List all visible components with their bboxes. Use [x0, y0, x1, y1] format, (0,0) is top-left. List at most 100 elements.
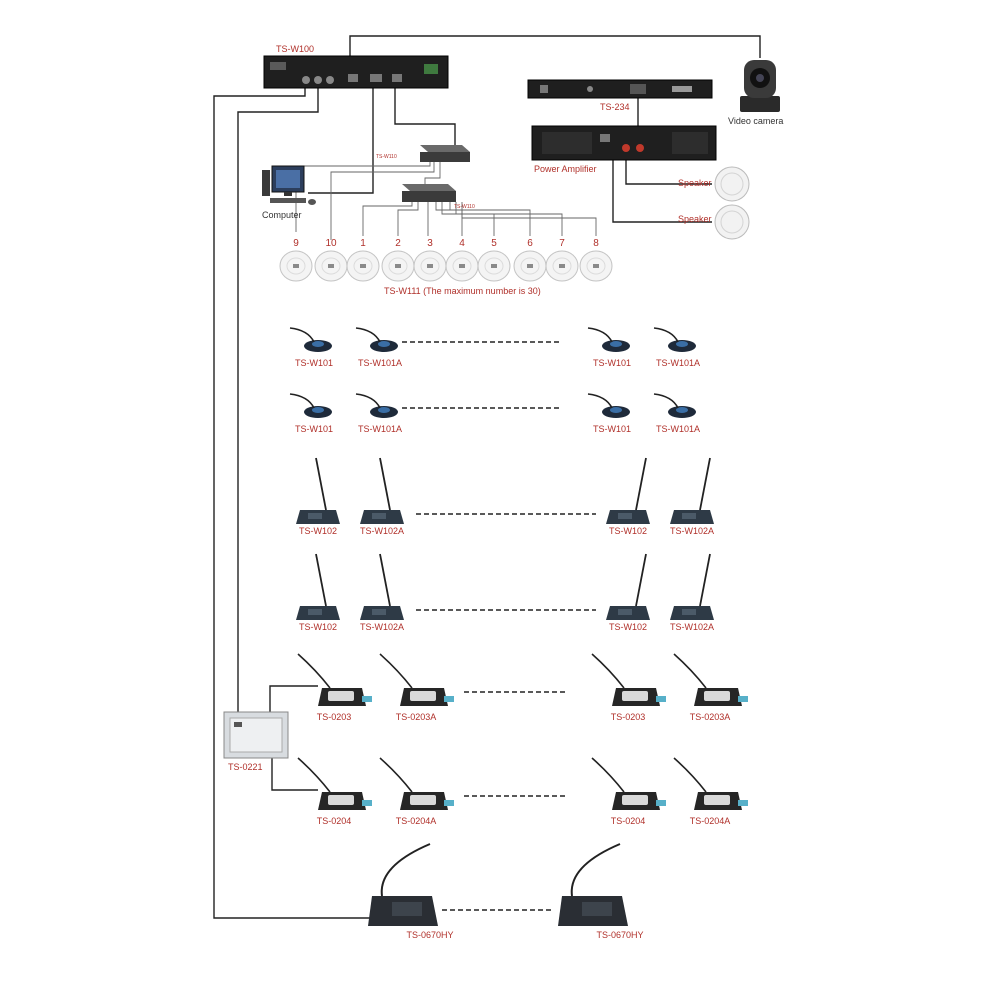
chairman-label: TS-0670HY — [596, 930, 643, 940]
access-point-number: 9 — [293, 238, 299, 249]
microphone-unit: TS-W101 — [289, 327, 333, 368]
camera-base — [740, 96, 780, 112]
microphone-unit: TS-0203 — [591, 653, 666, 722]
wiring — [213, 35, 761, 919]
microphone-label: TS-W102A — [670, 526, 714, 536]
pc-tower-icon — [262, 170, 270, 196]
host-body — [263, 55, 449, 89]
host-label: TS-W100 — [276, 44, 314, 54]
mic-button-icon — [312, 407, 324, 413]
switch-2-label: TS-W110 — [454, 204, 475, 210]
mic-gooseneck-icon — [591, 757, 625, 793]
host-port-icon — [314, 76, 322, 84]
wire-switch-chain — [424, 162, 441, 184]
microphone-label: TS-W102 — [299, 526, 337, 536]
mic-button-icon — [312, 341, 324, 347]
mic-button-icon — [676, 341, 688, 347]
mic-card-icon — [656, 696, 666, 702]
wire-0221-row6 — [271, 758, 318, 791]
wire-host-camera — [349, 35, 761, 58]
mic-panel-icon — [682, 609, 696, 615]
access-point: 3 — [413, 238, 447, 282]
mic-gooseneck-icon — [673, 653, 707, 689]
wire-speaker-2 — [612, 160, 712, 223]
mic-gooseneck-icon — [653, 393, 679, 409]
access-point-logo-icon — [427, 264, 433, 268]
microphone-unit: TS-W102 — [296, 457, 340, 536]
amplifier-terminal-icon — [636, 144, 644, 152]
chairman-unit: TS-0670HY — [558, 843, 644, 940]
microphone-unit: TS-0204 — [591, 757, 666, 826]
access-point-number: 1 — [360, 238, 366, 249]
mic-gooseneck-icon — [379, 757, 413, 793]
access-point: 2 — [381, 238, 415, 282]
mic-gooseneck-icon — [699, 553, 711, 607]
wire-ap-1 — [362, 202, 413, 236]
mic-screen-icon — [410, 795, 436, 805]
microphone-unit: TS-0203A — [379, 653, 454, 722]
wire-ap-4 — [435, 202, 463, 236]
host-port-icon — [370, 74, 382, 82]
camera-lens-glass-icon — [756, 74, 764, 82]
mic-button-icon — [610, 341, 622, 347]
mic-gooseneck-icon — [653, 327, 679, 343]
mic-gooseneck-icon — [591, 653, 625, 689]
access-point: 10 — [314, 238, 348, 282]
computer-label: Computer — [262, 210, 302, 220]
microphone-unit: TS-W101A — [355, 393, 402, 434]
amplifier-vent-icon — [672, 132, 708, 154]
access-point-ring — [520, 257, 540, 275]
microphone-label: TS-W101 — [295, 358, 333, 368]
mic-gooseneck-icon — [379, 457, 391, 511]
host-port-icon — [392, 74, 402, 82]
monitor-screen — [276, 170, 300, 188]
speaker-grille-icon — [720, 210, 744, 234]
access-point-number: 2 — [395, 238, 401, 249]
mic-screen-icon — [410, 691, 436, 701]
mic-gooseneck-icon — [587, 393, 613, 409]
microphone-label: TS-W102A — [360, 622, 404, 632]
switch-1: TS-W110 — [376, 145, 470, 162]
mouse-icon — [308, 199, 316, 205]
microphone-unit: TS-W101A — [653, 393, 700, 434]
access-point-logo-icon — [395, 264, 401, 268]
switch-icon — [402, 191, 456, 202]
switch-top — [402, 184, 456, 191]
switch-top — [420, 145, 470, 152]
mic-card-icon — [738, 696, 748, 702]
access-point-ring — [586, 257, 606, 275]
microphone-unit: TS-0204A — [673, 757, 748, 826]
access-point-number: 5 — [491, 238, 497, 249]
speaker-2-label: Speaker — [678, 214, 712, 224]
microphone-unit: TS-0204A — [379, 757, 454, 826]
microphone-unit: TS-W102A — [670, 553, 714, 632]
mic-screen-icon — [622, 795, 648, 805]
microphone-unit: TS-W102 — [296, 553, 340, 632]
access-point-ring — [286, 257, 306, 275]
speaker-grille-icon — [720, 172, 744, 196]
host-ts-w100: TS-W100 — [263, 44, 449, 89]
microphone-label: TS-0204A — [690, 816, 731, 826]
amplifier-port-icon — [600, 134, 610, 142]
wire-left-bus — [213, 88, 372, 919]
unit-0221-label: TS-0221 — [228, 762, 263, 772]
microphone-label: TS-0203A — [396, 712, 437, 722]
video-camera: Video camera — [728, 60, 783, 126]
computer: Computer — [262, 165, 316, 220]
amplifier-label: Power Amplifier — [534, 164, 597, 174]
mic-panel-icon — [372, 513, 386, 519]
microphone-unit: TS-W101 — [289, 393, 333, 434]
access-point-logo-icon — [328, 264, 334, 268]
wire-ap-10 — [330, 162, 435, 240]
host-indicator-icon — [424, 64, 438, 74]
access-point-ring — [484, 257, 504, 275]
mic-gooseneck-icon — [587, 327, 613, 343]
mic-gooseneck-icon — [380, 843, 431, 897]
microphone-label: TS-0204 — [317, 816, 352, 826]
camera-label: Video camera — [728, 116, 783, 126]
mic-card-icon — [444, 696, 454, 702]
